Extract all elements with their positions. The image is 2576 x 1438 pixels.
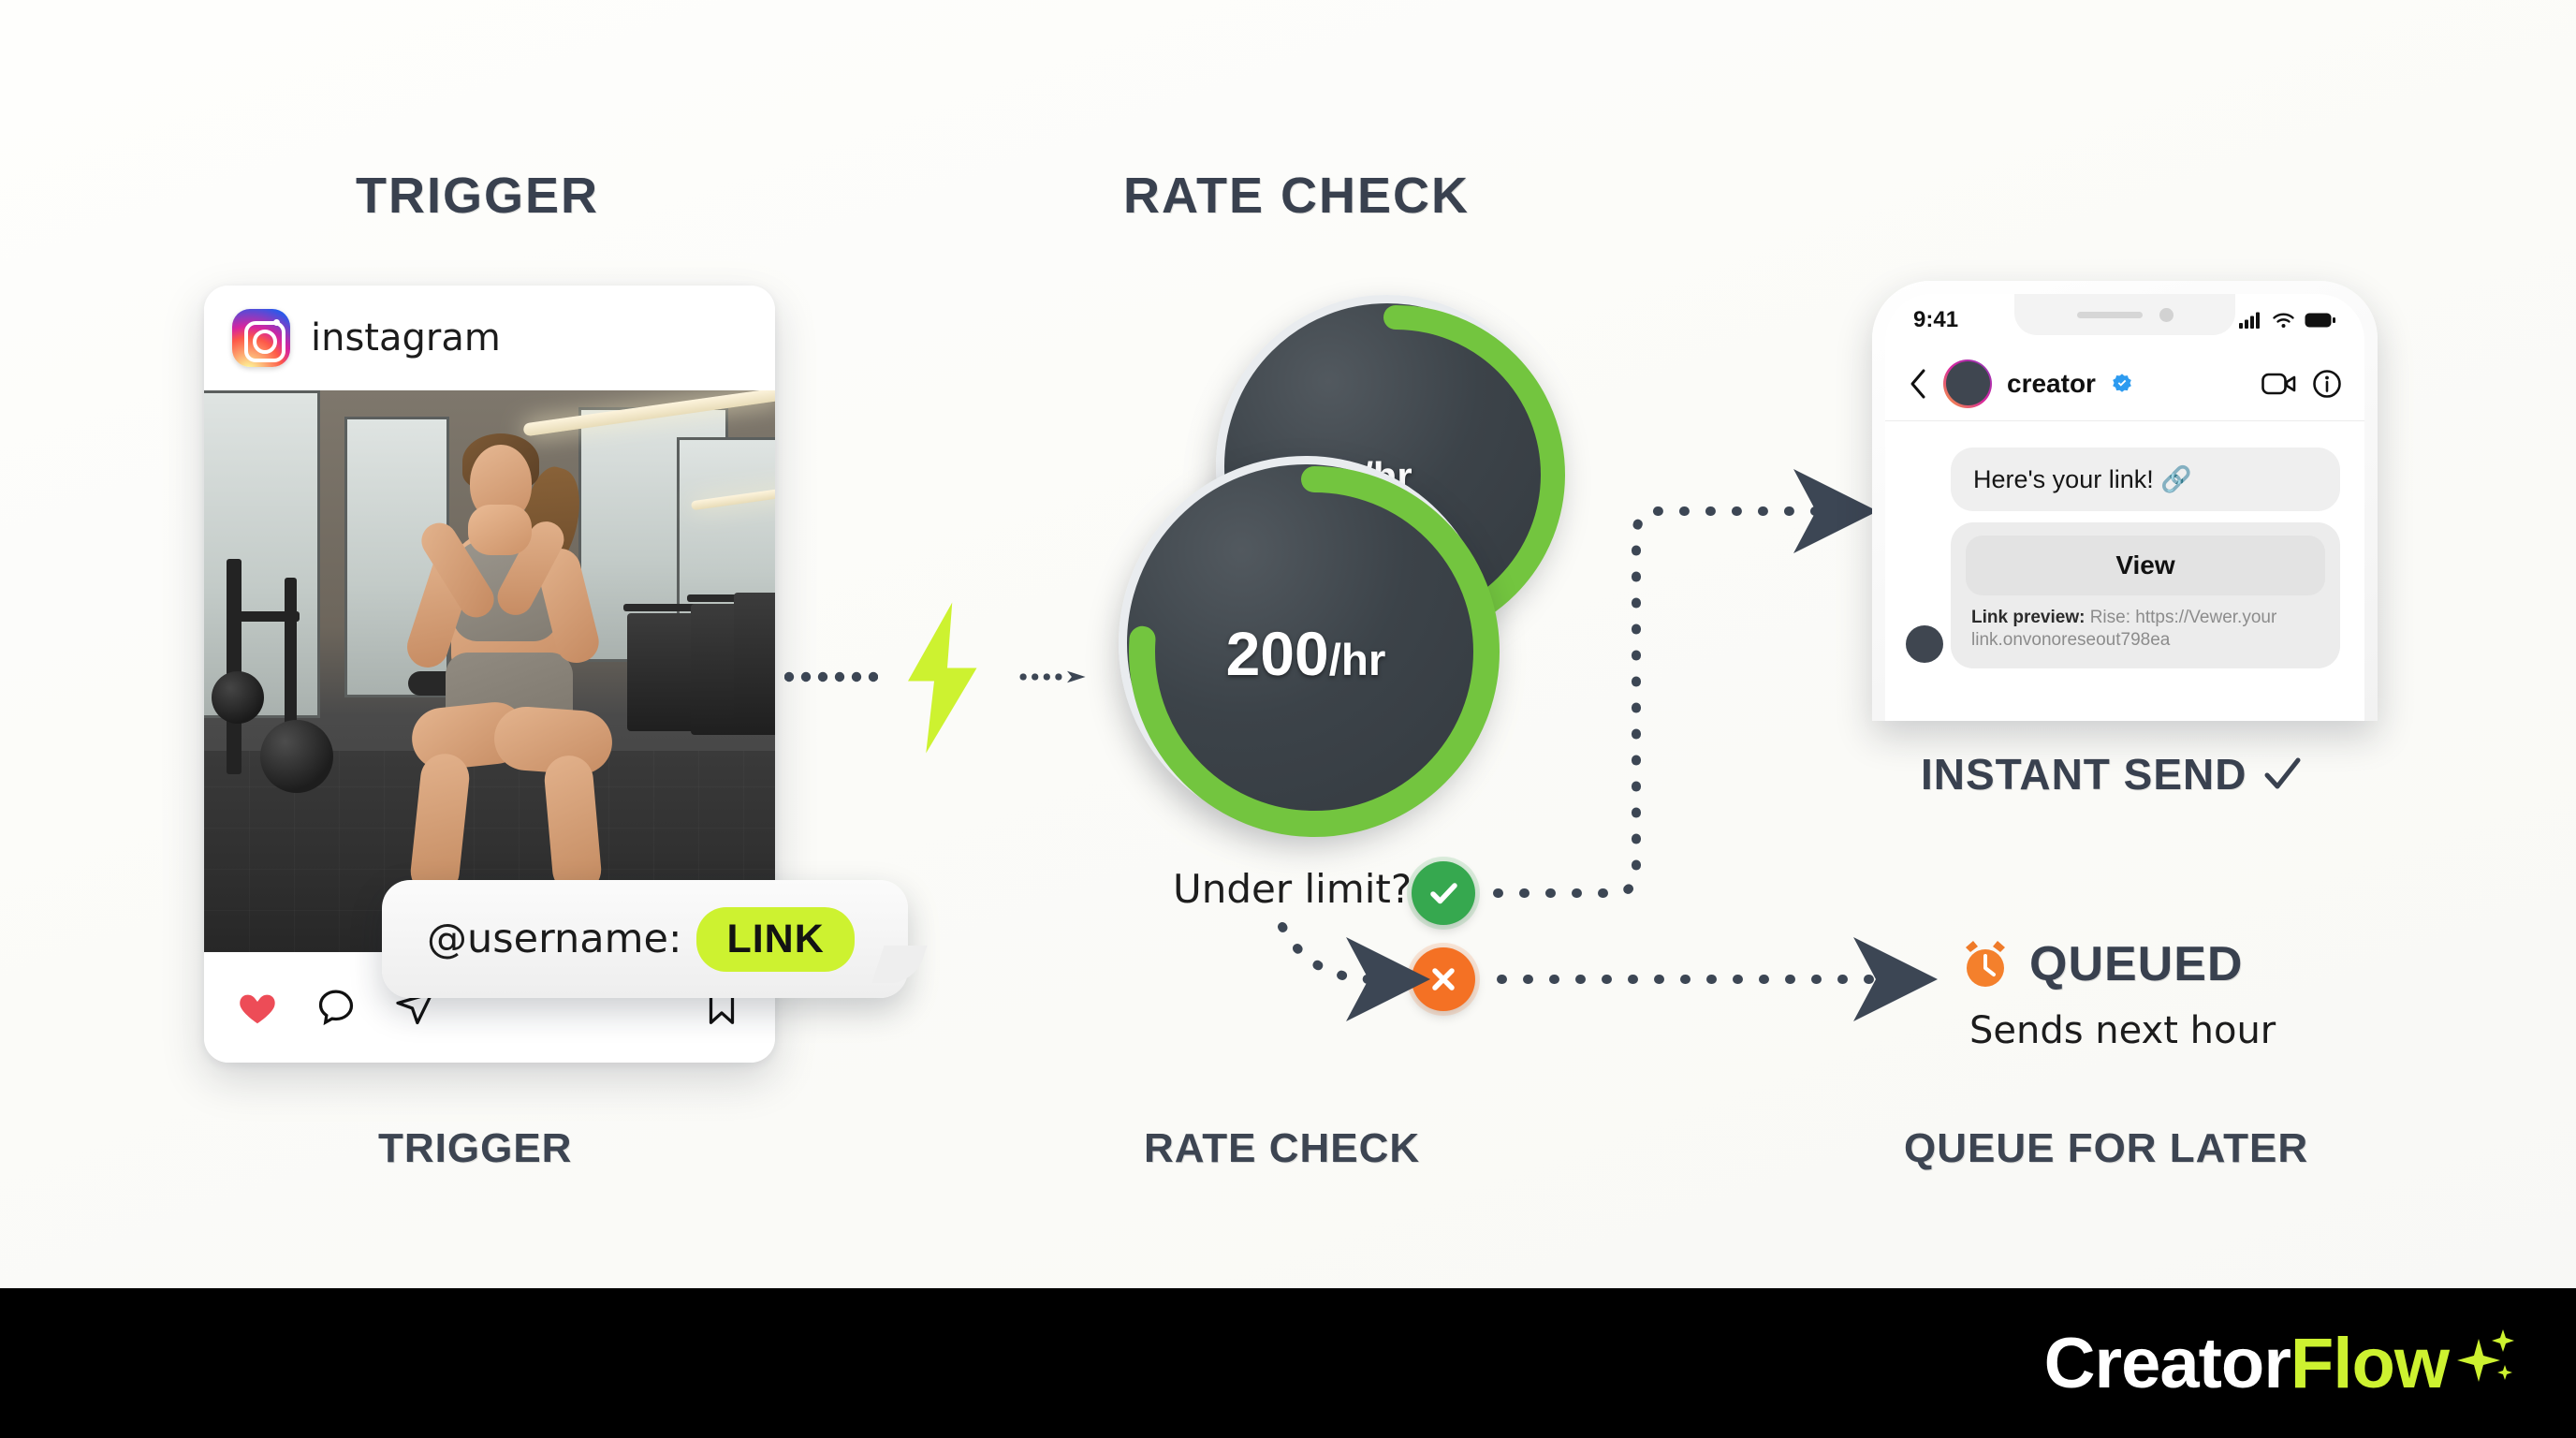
heading-queue-bottom: QUEUE FOR LATER bbox=[1904, 1125, 2309, 1171]
phone-status-bar: 9:41 bbox=[1885, 294, 2364, 346]
trigger-to-rate-connector bbox=[784, 599, 1103, 758]
instant-send-label: INSTANT SEND bbox=[1921, 749, 2304, 800]
chat-header: creator bbox=[1885, 346, 2364, 421]
queued-label: QUEUED bbox=[2029, 937, 2244, 991]
checkmark-icon bbox=[2264, 757, 2300, 789]
dotted-arrow-right bbox=[1019, 670, 1086, 683]
sparkle-icon bbox=[2457, 1329, 2514, 1382]
instagram-post-card: instagram bbox=[204, 286, 775, 1063]
queued-sublabel: Sends next hour bbox=[1969, 1009, 2276, 1052]
brand-name-part-b: Flow bbox=[2290, 1323, 2450, 1403]
rate-gauge-primary: 200/hr bbox=[1119, 456, 1500, 837]
chat-contact-name: creator bbox=[2007, 368, 2096, 398]
heading-trigger-bottom: TRIGGER bbox=[378, 1125, 573, 1171]
chat-message-list: Here's your link! 🔗 View Link preview: R… bbox=[1885, 421, 2364, 668]
heading-rate-check-bottom: RATE CHECK bbox=[1144, 1125, 1421, 1171]
alarm-clock-icon bbox=[1966, 941, 2005, 987]
comment-bubble: @username: LINK bbox=[382, 880, 908, 998]
message-bubble-link-card: View Link preview: Rise: https://Vewer.y… bbox=[1951, 522, 2340, 668]
verified-badge-icon bbox=[2113, 373, 2131, 392]
speaker-grille bbox=[2076, 311, 2143, 318]
comment-username: @username: bbox=[427, 916, 682, 962]
paper-plane-icon[interactable] bbox=[393, 986, 436, 1029]
heart-icon[interactable] bbox=[236, 986, 279, 1029]
instagram-post-header: instagram bbox=[204, 286, 775, 390]
path-to-fail-badge bbox=[1278, 922, 1430, 1021]
queued-label-row: QUEUED bbox=[1958, 936, 2243, 992]
dotted-line-left bbox=[784, 671, 878, 682]
instagram-account-name: instagram bbox=[311, 316, 501, 360]
view-button[interactable]: View bbox=[1966, 536, 2325, 595]
x-circle-icon bbox=[1412, 947, 1475, 1011]
chevron-left-icon[interactable] bbox=[1908, 368, 1928, 400]
rate-gauge-primary-label: 200/hr bbox=[1225, 619, 1386, 688]
front-camera-icon bbox=[2159, 307, 2174, 322]
phone-notch bbox=[2014, 294, 2235, 335]
footer-brand-bar: Creator Flow bbox=[0, 1288, 2576, 1438]
wifi-icon bbox=[2273, 313, 2294, 328]
heading-rate-check-top: RATE CHECK bbox=[1123, 168, 1470, 224]
rate-limit-gauges: /hr 200/hr bbox=[1119, 295, 1565, 837]
check-circle-icon bbox=[1412, 861, 1475, 925]
phone-mockup: 9:41 bbox=[1872, 281, 2378, 721]
under-limit-question: Under limit? bbox=[1173, 866, 1412, 912]
lightning-bolt-icon bbox=[908, 602, 977, 754]
brand-name-part-a: Creator bbox=[2043, 1323, 2291, 1403]
cellular-bars-icon bbox=[2239, 312, 2260, 329]
comment-bubble-icon[interactable] bbox=[315, 986, 358, 1029]
heading-trigger-top: TRIGGER bbox=[356, 168, 600, 224]
athlete-figure bbox=[382, 428, 644, 924]
comment-keyword-pill: LINK bbox=[696, 906, 855, 972]
phone-screen: 9:41 bbox=[1885, 294, 2364, 721]
instagram-logo-icon bbox=[232, 309, 290, 367]
message-avatar bbox=[1906, 624, 1943, 663]
status-time: 9:41 bbox=[1913, 307, 1959, 332]
avatar[interactable] bbox=[1943, 359, 1992, 408]
info-circle-icon[interactable] bbox=[2312, 369, 2342, 399]
instagram-post-photo bbox=[204, 390, 775, 952]
message-bubble-text: Here's your link! 🔗 bbox=[1951, 448, 2340, 511]
video-camera-icon[interactable] bbox=[2261, 371, 2297, 397]
link-preview-text: Link preview: Rise: https://Vewer.your l… bbox=[1971, 608, 2277, 650]
creatorflow-logo: Creator Flow bbox=[2044, 1323, 2516, 1404]
battery-full-icon bbox=[2305, 313, 2335, 328]
